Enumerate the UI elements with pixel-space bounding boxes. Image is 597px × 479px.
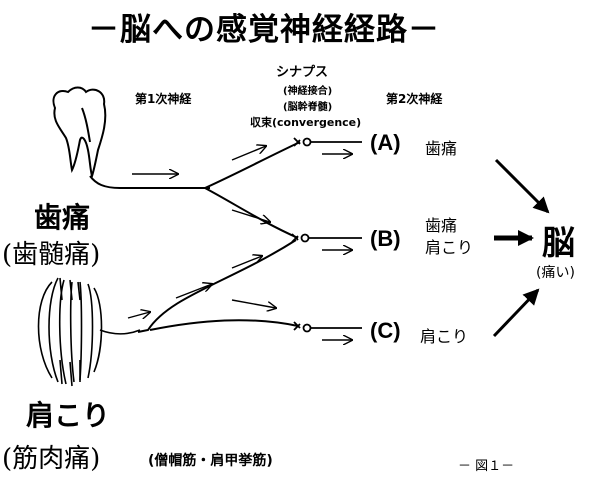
route-b-text-1: 歯痛 — [425, 216, 458, 235]
synapse-line1: (神経接合) — [283, 86, 333, 97]
synapse-label: シナプス — [276, 65, 329, 80]
shoulder-label: 肩こり — [26, 399, 111, 432]
first-neuron-tooth — [204, 141, 301, 239]
figure-caption: － 図１－ — [458, 459, 515, 474]
second-neuron-label: 第2次神経 — [386, 92, 443, 106]
synapse-b — [291, 233, 362, 243]
synapse-c — [293, 321, 362, 333]
brain-arrows — [492, 158, 550, 338]
first-neuron-shoulder — [137, 239, 299, 333]
brain-sub: (痛い) — [536, 265, 575, 281]
route-a-text: 歯痛 — [425, 139, 458, 158]
first-neuron-label: 第1次神経 — [135, 92, 192, 106]
synapse-line3: 収束(convergence) — [250, 116, 362, 129]
shoulder-muscle-detail: (僧帽筋・肩甲挙筋) — [148, 453, 273, 469]
shoulder-sub: (筋肉痛) — [2, 444, 101, 474]
route-b-tag: (B) — [370, 226, 401, 251]
tooth-pain-sub: (歯髄痛) — [2, 240, 101, 270]
muscle-illustration — [37, 277, 141, 387]
tooth-illustration — [52, 86, 210, 189]
synapse-a — [293, 137, 362, 147]
tooth-pain-label: 歯痛 — [34, 201, 91, 234]
signal-arrows — [127, 146, 276, 318]
route-c-tag: (C) — [370, 318, 401, 343]
brain-label: 脳 — [542, 223, 575, 262]
route-b-text-2: 肩こり — [425, 238, 474, 257]
second-neuron-arrows — [322, 154, 352, 340]
route-c-text: 肩こり — [420, 327, 469, 346]
synapse-line2: (脳幹脊髄) — [283, 102, 333, 113]
route-a-tag: (A) — [370, 130, 401, 155]
page-title: －脳への感覚神経経路－ — [88, 12, 440, 48]
